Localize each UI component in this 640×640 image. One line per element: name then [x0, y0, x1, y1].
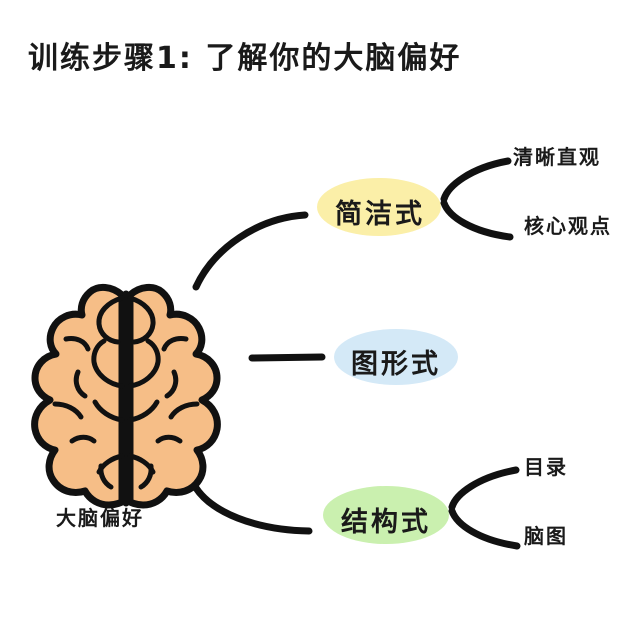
branch-label-core-viewpoint[interactable]: 核心观点	[524, 214, 612, 238]
brain-left-hemisphere	[31, 284, 126, 509]
bracket-concise-lower	[440, 199, 514, 241]
bracket-structural-lower	[448, 507, 521, 550]
page-title: 训练步骤1: 了解你的大脑偏好	[28, 41, 462, 76]
branch-label-mind-map[interactable]: 脑图	[524, 524, 568, 548]
node-label-graphic[interactable]: 图形式	[351, 349, 441, 380]
brain-right-hemisphere	[126, 284, 221, 509]
branch-label-clear-intuitive[interactable]: 清晰直观	[513, 145, 601, 169]
connector-brain-to-structural	[192, 484, 313, 535]
brain-left-folds	[52, 295, 125, 490]
node-label-concise[interactable]: 简洁式	[335, 199, 425, 230]
node-bubble-structural[interactable]	[323, 486, 449, 544]
branch-label-table-of-contents[interactable]: 目录	[524, 455, 568, 479]
node-bubble-graphic[interactable]	[334, 329, 458, 385]
brain-caption: 大脑偏好	[56, 506, 144, 530]
node-label-structural[interactable]: 结构式	[341, 507, 431, 538]
connector-brain-to-concise	[192, 211, 309, 291]
bracket-concise-upper	[440, 157, 512, 203]
connector-brain-to-graphic	[248, 353, 326, 362]
brain-right-folds	[127, 295, 200, 490]
brain-illustration	[31, 284, 221, 509]
node-bubble-concise[interactable]	[317, 178, 441, 236]
bracket-structural-upper	[448, 466, 520, 511]
